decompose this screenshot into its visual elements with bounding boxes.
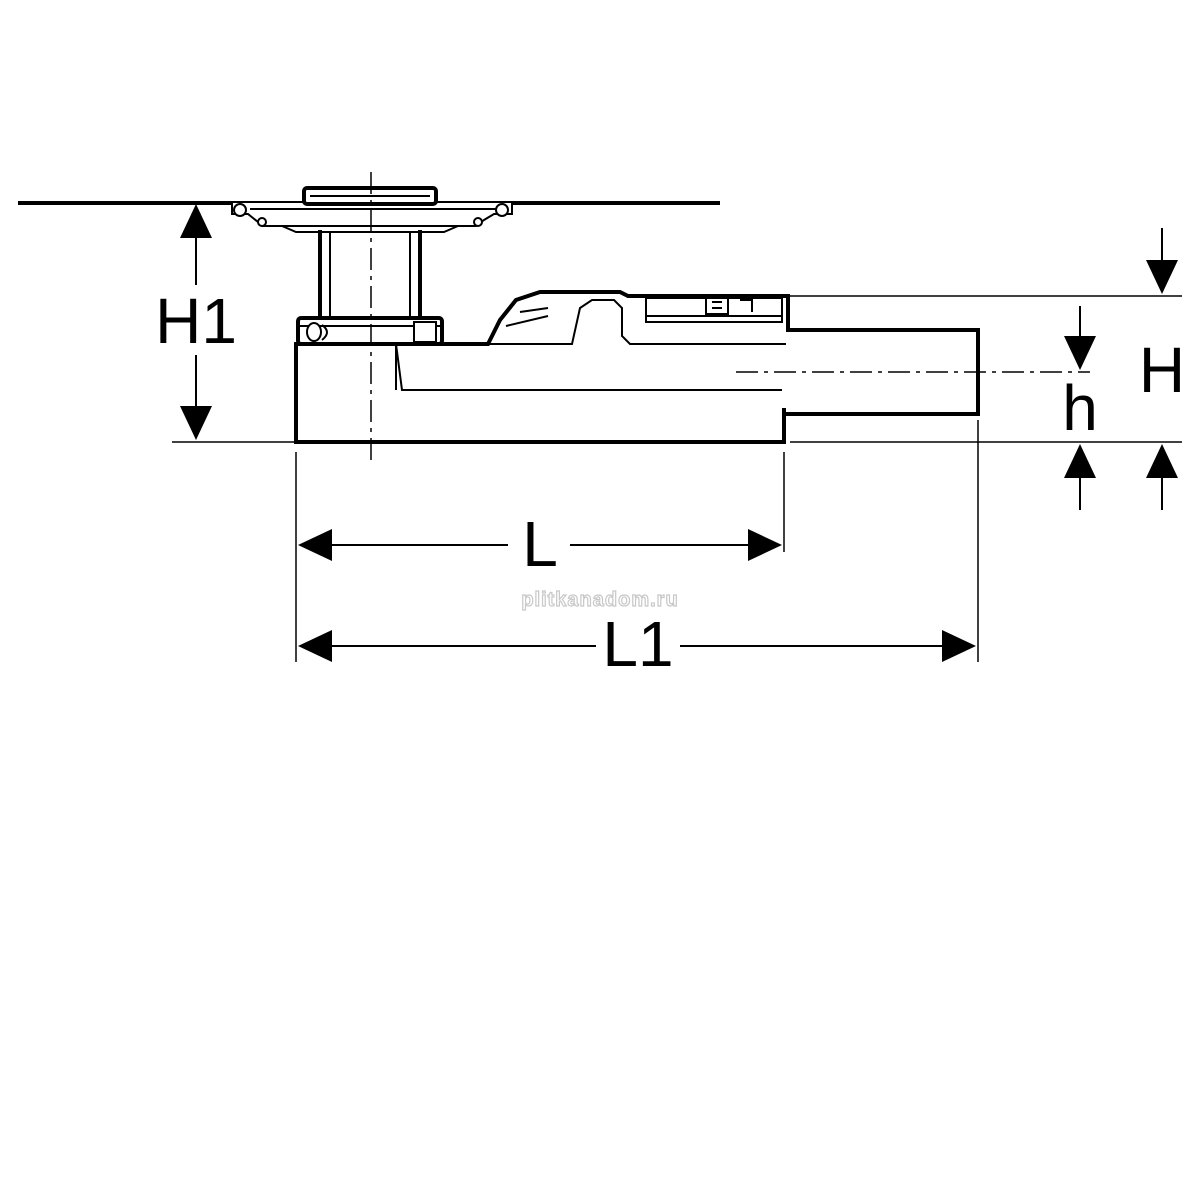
l-label: L bbox=[522, 508, 558, 580]
small-h-label: h bbox=[1062, 372, 1098, 444]
trap-body bbox=[294, 290, 790, 444]
extension-lines bbox=[172, 295, 1182, 662]
h-arrow-top bbox=[1146, 260, 1178, 294]
h1-arrow-bottom bbox=[180, 406, 212, 440]
dimension-h: H bbox=[1139, 228, 1185, 510]
l1-arrow-left bbox=[298, 630, 332, 662]
l1-arrow-right bbox=[942, 630, 976, 662]
small-h-arrow-bottom bbox=[1064, 444, 1096, 478]
l1-label: L1 bbox=[602, 608, 673, 680]
l-arrow-left bbox=[298, 529, 332, 561]
drain-grate-top bbox=[231, 186, 513, 233]
riser-pipe bbox=[318, 230, 422, 320]
sealing-collar bbox=[296, 316, 444, 346]
dimension-h1: H1 bbox=[150, 204, 242, 440]
dimension-l1: L1 bbox=[298, 608, 976, 680]
h-label: H bbox=[1139, 334, 1185, 406]
h1-arrow-top bbox=[180, 204, 212, 238]
small-h-arrow-top bbox=[1064, 336, 1096, 370]
centre-lines bbox=[370, 172, 1090, 462]
dimension-small-h: h bbox=[1062, 306, 1098, 510]
h1-label: H1 bbox=[155, 285, 237, 357]
dimension-l: L bbox=[298, 508, 782, 580]
watermark-text: plitkanadom.ru bbox=[521, 589, 678, 611]
h-arrow-bottom bbox=[1146, 444, 1178, 478]
l-arrow-right bbox=[748, 529, 782, 561]
